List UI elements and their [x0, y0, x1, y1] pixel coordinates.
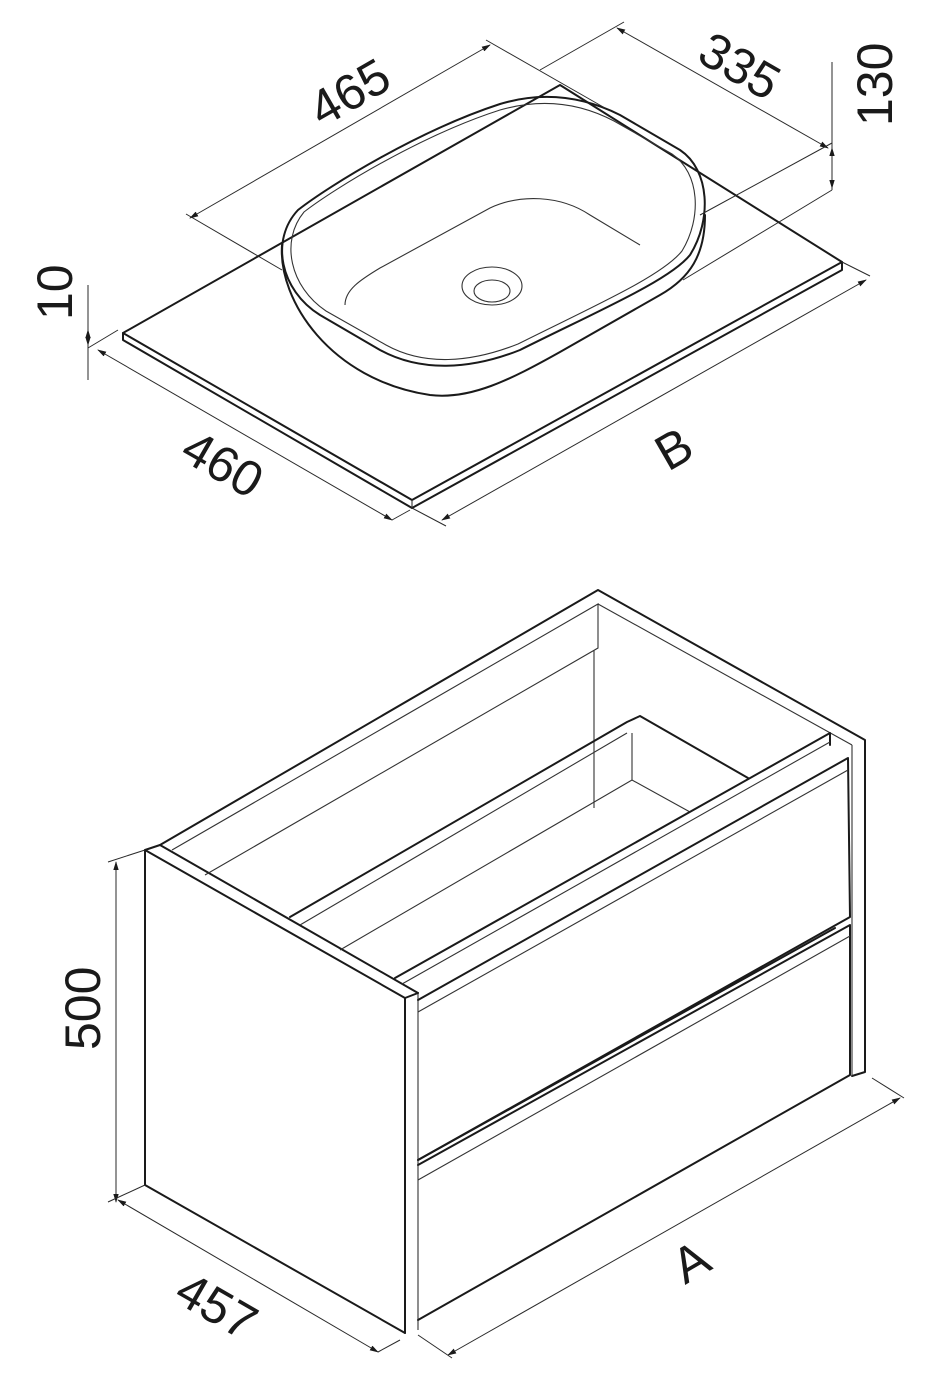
upper-drawer-box: [289, 715, 831, 985]
countertop-basin-view: 465 335 130 10 460: [27, 21, 903, 527]
vanity-cabinet-view: 500 457 A: [55, 589, 905, 1359]
label-basin-width: 335: [690, 21, 790, 111]
label-cabinet-width: A: [663, 1229, 720, 1294]
dimension-top-depth: 460: [97, 349, 411, 521]
label-top-depth: 460: [173, 419, 273, 509]
label-cabinet-height: 500: [55, 967, 111, 1050]
dimension-basin-width: 335: [539, 21, 833, 216]
label-cabinet-depth: 457: [167, 1261, 267, 1351]
vessel-basin: [280, 95, 706, 397]
label-top-width: B: [646, 416, 703, 481]
label-basin-height: 130: [847, 43, 903, 126]
dimension-top-thickness: 10: [27, 264, 119, 380]
dimension-top-width: B: [411, 261, 871, 527]
cabinet-top-frame: [159, 589, 866, 1077]
upper-drawer-front[interactable]: [417, 757, 851, 1161]
label-top-thickness: 10: [27, 264, 83, 320]
label-basin-length: 465: [300, 47, 400, 137]
dimension-cabinet-depth: 457: [117, 1199, 401, 1353]
dimension-basin-height: 130: [682, 43, 903, 281]
cabinet-side-panel: [144, 844, 419, 1334]
dimension-cabinet-height: 500: [55, 849, 146, 1203]
